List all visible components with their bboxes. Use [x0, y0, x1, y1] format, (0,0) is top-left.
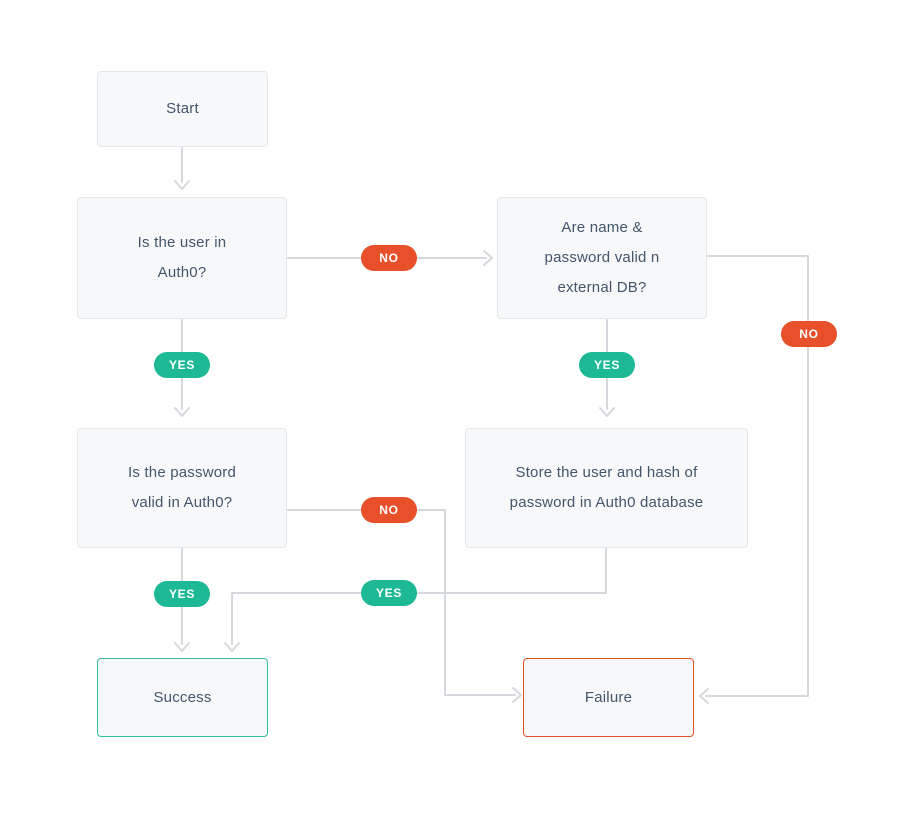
success-node: Success	[97, 658, 268, 737]
arrowhead-down	[174, 180, 190, 190]
store-user-node: Store the user and hash of password in A…	[465, 428, 748, 548]
external-db-check-node: Are name & password valid n external DB?	[497, 197, 707, 319]
arrowhead-down	[599, 407, 615, 417]
no-badge-user-to-external: NO	[361, 245, 417, 271]
yes-badge-external-to-store: YES	[579, 352, 635, 378]
failure-node: Failure	[523, 658, 694, 737]
yes-badge-store-to-success: YES	[361, 580, 417, 606]
no-badge-external-to-failure: NO	[781, 321, 837, 347]
arrowhead-left	[699, 688, 709, 704]
is-user-in-auth0-node: Is the user in Auth0?	[77, 197, 287, 319]
arrowhead-right	[483, 250, 493, 266]
connector-store-to-success	[231, 548, 607, 645]
arrowhead-down	[224, 642, 240, 652]
arrowhead-down	[174, 642, 190, 652]
yes-badge-password-to-success: YES	[154, 581, 210, 607]
arrowhead-right	[512, 687, 522, 703]
arrowhead-down	[174, 407, 190, 417]
start-node: Start	[97, 71, 268, 147]
is-password-valid-node: Is the password valid in Auth0?	[77, 428, 287, 548]
no-badge-password-to-failure: NO	[361, 497, 417, 523]
connector-external-to-failure	[705, 255, 809, 697]
yes-badge-user-to-password: YES	[154, 352, 210, 378]
